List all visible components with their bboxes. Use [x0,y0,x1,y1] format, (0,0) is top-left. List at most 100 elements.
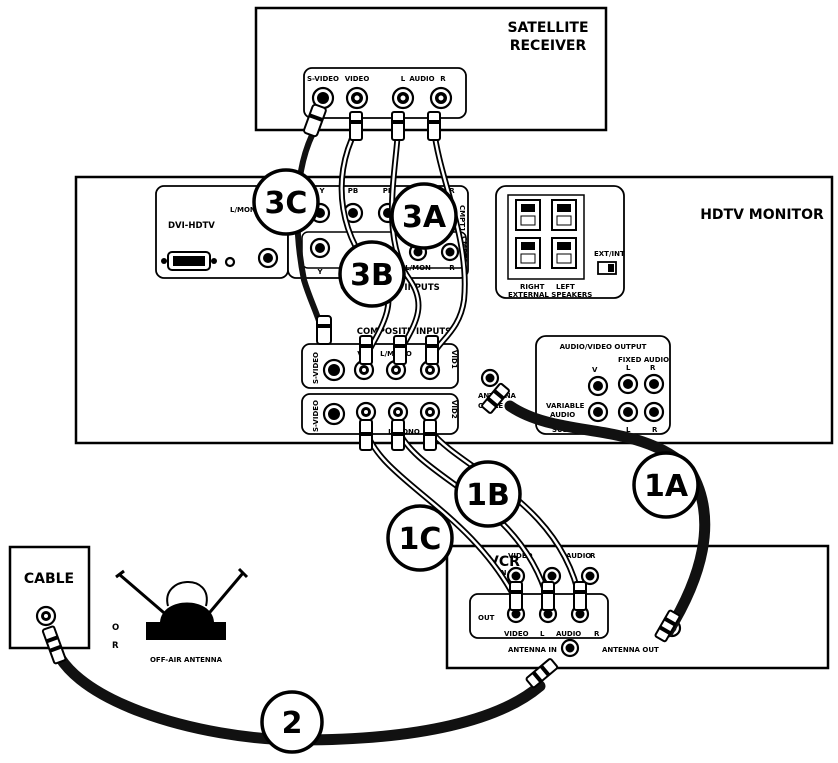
vcr-in-video-label: VIDEO [508,552,533,560]
vcr-out-l-label: L [540,630,545,638]
or-letter-o: O [112,623,119,633]
cmpt2-r-jack [440,242,460,262]
speakers-right-label: RIGHT [520,283,545,291]
off-air-antenna-label: OFF-AIR ANTENNA [150,656,223,664]
cmpt1-pr-label: PR [383,187,394,195]
vid1-svideo-jack [322,358,346,382]
vid1-panel: S-VIDEO V L/MONO R VID1 [301,343,459,389]
vcr-out-video-label: VIDEO [504,630,529,638]
av-out-fixed-r-jack [643,373,665,395]
badge-2: 2 [260,690,324,754]
vid1-svideo-label: S-VIDEO [312,352,320,384]
av-out-var-r-jack [643,401,665,423]
cmpt1-y-label: Y [318,187,325,195]
badge-3a: 3A [390,182,458,250]
vcr-in-audio-r-jack [580,566,600,586]
vcr-antenna-in-label: ANTENNA IN [508,646,557,654]
cmpt1-pb-label: PB [348,187,358,195]
off-air-antenna: O R OFF-AIR ANTENNA [112,567,249,664]
vid2-audio-r-jack [419,401,441,423]
cable-3a [388,111,468,365]
vid2-video-jack [355,401,377,423]
satellite-jack-panel [303,67,467,119]
cmpt2-lmon-label: L/MON [405,264,431,272]
cmpt2-y-jack [309,237,331,259]
badge-1a: 1A [632,451,700,519]
satellite-video-jack [345,86,369,110]
hdtv-monitor-title: HDTV MONITOR [700,207,824,223]
variable-audio-label: AUDIO [550,411,575,419]
satellite-svideo-jack [311,86,335,110]
cmpt2-r-label: R [449,264,455,272]
av-out-r-label: R [650,364,656,372]
ext-int-label: EXT/INT [594,250,625,258]
vcr: VCR VIDEO AUDIO R IN OUT VIDEO L AUDIO R… [445,544,830,670]
av-out-l-label: L [626,364,631,372]
av-out-l2-label: L [626,426,631,434]
cable-title: CABLE [24,571,74,587]
vcr-in-audio-label: AUDIO [566,552,591,560]
dvi-hdtv-label: DVI-HDTV [168,221,215,231]
badge-1c-label: 1C [399,522,442,557]
av-out-r2-label: R [652,426,658,434]
av-out-sub-jack [587,401,609,423]
av-output-title: AUDIO/VIDEO OUTPUT [560,343,647,351]
speaker-terminal-left-bottom [551,237,577,269]
variable-label: VARIABLE [546,402,585,410]
badge-3c: 3C [252,168,320,236]
speakers-left-label: LEFT [556,283,575,291]
vcr-in-r-label: R [590,552,596,560]
badge-3b-label: 3B [350,258,394,293]
badge-1b-label: 1B [466,478,510,513]
badge-1b: 1B [454,460,522,528]
av-out-fixed-l-jack [617,373,639,395]
vid2-audio-l-jack [387,401,409,423]
vid2-tag: VID2 [450,400,458,419]
vcr-out-tag: OUT [478,614,495,622]
satellite-label-l: L [401,75,406,83]
badge-3b: 3B [338,240,406,308]
vid2-plugs [359,419,437,451]
antenna-cable-input-jack [480,368,500,388]
cmpt2-y-label: Y [316,268,323,276]
satellite-receiver-title-2: RECEIVER [510,38,587,54]
vcr-antenna-in-jack [560,638,580,658]
vcr-out-audio-label: AUDIO [556,630,581,638]
cmpt1-tag: CMPT1 [458,205,466,232]
satellite-audio-r-jack [429,86,453,110]
vid1-audio-r-jack [419,359,441,381]
speaker-terminal-left-top [551,199,577,231]
fixed-audio-label: FIXED AUDIO [618,356,669,364]
ext-int-switch [597,261,617,275]
vid2-svideo-label: S-VIDEO [312,400,320,432]
external-speakers-panel: RIGHT LEFT EXTERNAL SPEAKERS EXT/INT [495,185,625,299]
external-speakers-label: EXTERNAL SPEAKERS [508,291,592,299]
vid2-svideo-jack [322,402,346,426]
satellite-audio-l-jack [391,86,415,110]
satellite-label-audio: AUDIO [409,75,434,83]
antenna-icon [115,567,249,640]
cmpt1-r-label: R [449,187,455,195]
dvi-audio-jack [257,247,279,269]
badge-2-label: 2 [282,706,303,741]
dvi-connector [161,251,236,271]
badge-1c: 1C [386,504,454,572]
av-out-video-jack [587,375,609,397]
or-letter-r: R [112,641,119,651]
vcr-out-r-label: R [594,630,600,638]
satellite-label-r: R [440,75,446,83]
satellite-label-video: VIDEO [345,75,370,83]
av-out-var-l-jack [617,401,639,423]
cable-1c [363,427,519,603]
speaker-terminal-right-bottom [515,237,541,269]
dvi-l-mono-label: L/MONO [230,206,262,214]
speaker-terminal-right-top [515,199,541,231]
av-out-v-label: V [592,366,598,374]
badge-3a-label: 3A [402,200,447,235]
cable-3c [294,103,332,345]
badge-1a-label: 1A [644,469,689,504]
vcr-in-video-jack [506,566,526,586]
vcr-antenna-out-label: ANTENNA OUT [602,646,659,654]
